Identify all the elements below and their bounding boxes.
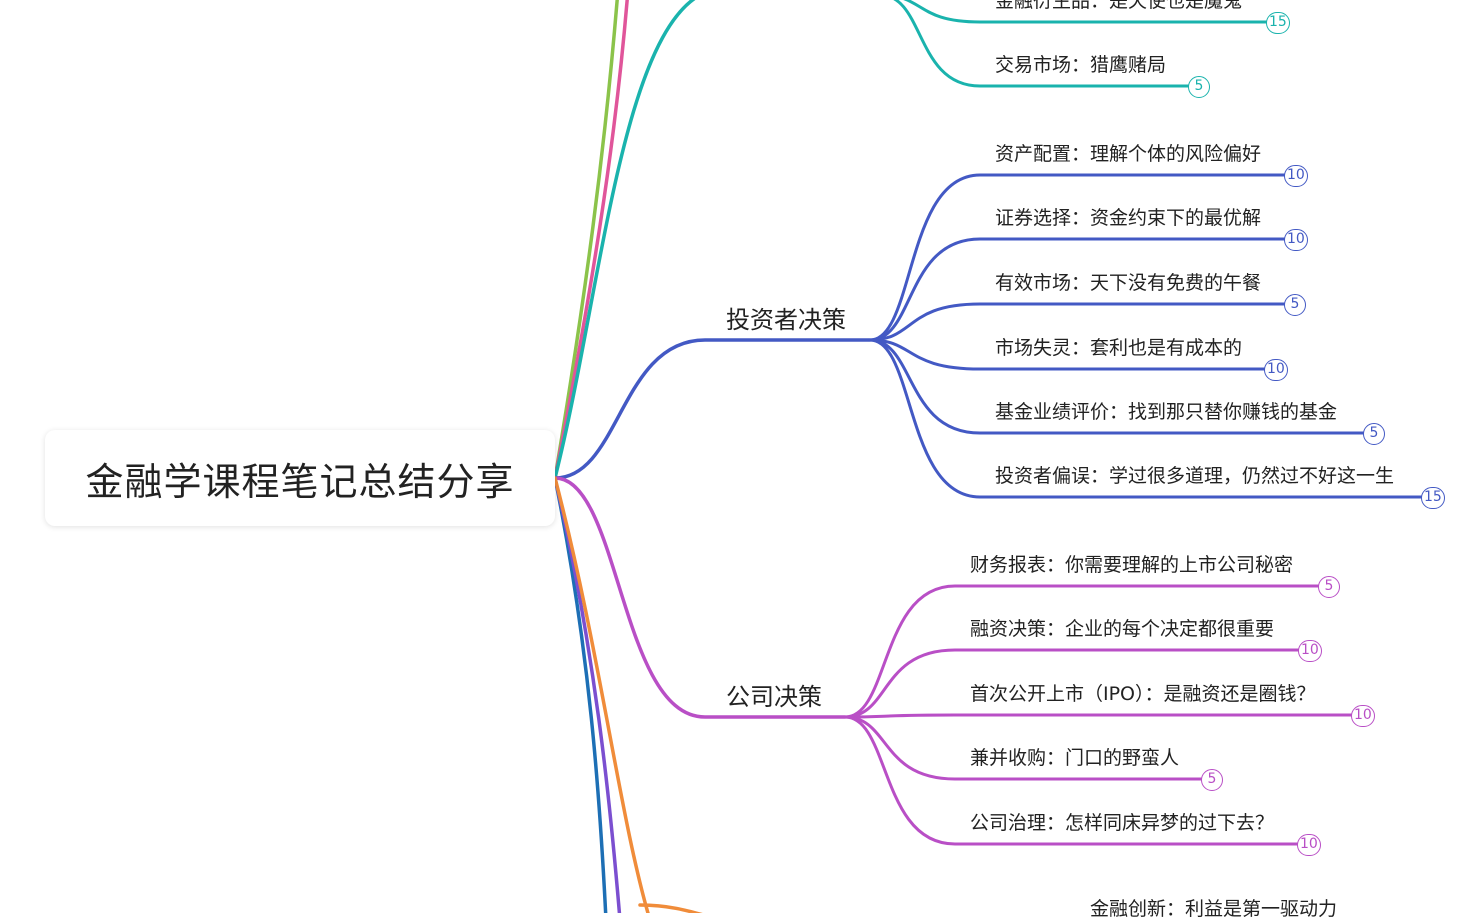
leaf-label[interactable]: 首次公开上市（IPO）：是融资还是圈钱？ [970,683,1316,705]
count-badge: 5 [1188,76,1210,98]
leaf-connector [868,338,1268,371]
leaf-connector [893,0,1192,88]
leaf-label[interactable]: 财务报表：你需要理解的上市公司秘密 [970,554,1294,576]
leaf-connector [868,237,1288,342]
count-badge: 5 [1318,576,1340,598]
branch-connector [553,338,872,480]
branch-connector [553,476,847,719]
branch-connector-offscreen [553,476,622,913]
leaf-connector [843,715,1205,781]
leaf-label[interactable]: 融资决策：企业的每个决定都很重要 [970,618,1275,640]
leaf-connector [843,713,1355,719]
count-badge: 15 [1421,487,1445,509]
count-badge: 5 [1284,294,1306,316]
branch-connector-offscreen [553,0,619,480]
leaf-connector [868,173,1288,342]
leaf-label[interactable]: 交易市场：猎鹰赌局 [995,54,1167,76]
leaf-label[interactable]: 金融创新：利益是第一驱动力 [1090,898,1338,920]
count-badge: 5 [1363,423,1385,445]
leaf-label[interactable]: 资产配置：理解个体的风险偏好 [995,143,1262,165]
branch-label[interactable]: 投资者决策 [726,306,846,334]
count-badge: 10 [1351,705,1375,727]
leaf-connector [868,338,1425,499]
leaf-connector [843,584,1322,719]
leaf-label[interactable]: 金融衍生品：是天使也是魔鬼 [995,0,1243,12]
leaf-label[interactable]: 兼并收购：门口的野蛮人 [970,747,1180,769]
branch-label[interactable]: 公司决策 [726,683,822,711]
leaf-label[interactable]: 证券选择：资金约束下的最优解 [995,207,1262,229]
leaf-connector [843,648,1302,719]
count-badge: 15 [1266,12,1290,34]
leaf-connector [868,338,1367,435]
leaf-label[interactable]: 基金业绩评价：找到那只替你赚钱的基金 [995,401,1338,423]
root-node[interactable]: 金融学课程笔记总结分享 [45,430,555,526]
leaf-connector [868,302,1288,342]
branch-connector-offscreen [553,0,629,480]
leaf-label[interactable]: 有效市场：天下没有免费的午餐 [995,272,1262,294]
branch-connector [553,476,650,913]
count-badge: 10 [1297,834,1321,856]
leaf-label[interactable]: 市场失灵：套利也是有成本的 [995,337,1243,359]
leaf-label[interactable]: 投资者偏误：学过很多道理，仍然过不好这一生 [995,465,1395,487]
leaf-connector [843,715,1301,846]
branch-connector-offscreen [553,476,608,913]
branch-connector [553,0,696,480]
leaf-connector [902,0,1270,24]
count-badge: 10 [1298,640,1322,662]
leaf-label[interactable]: 公司治理：怎样同床异梦的过下去？ [970,812,1275,834]
count-badge: 10 [1264,359,1288,381]
count-badge: 10 [1284,229,1308,251]
count-badge: 10 [1284,165,1308,187]
count-badge: 5 [1201,769,1223,791]
leaf-connector [638,903,703,913]
root-title: 金融学课程笔记总结分享 [85,459,515,504]
